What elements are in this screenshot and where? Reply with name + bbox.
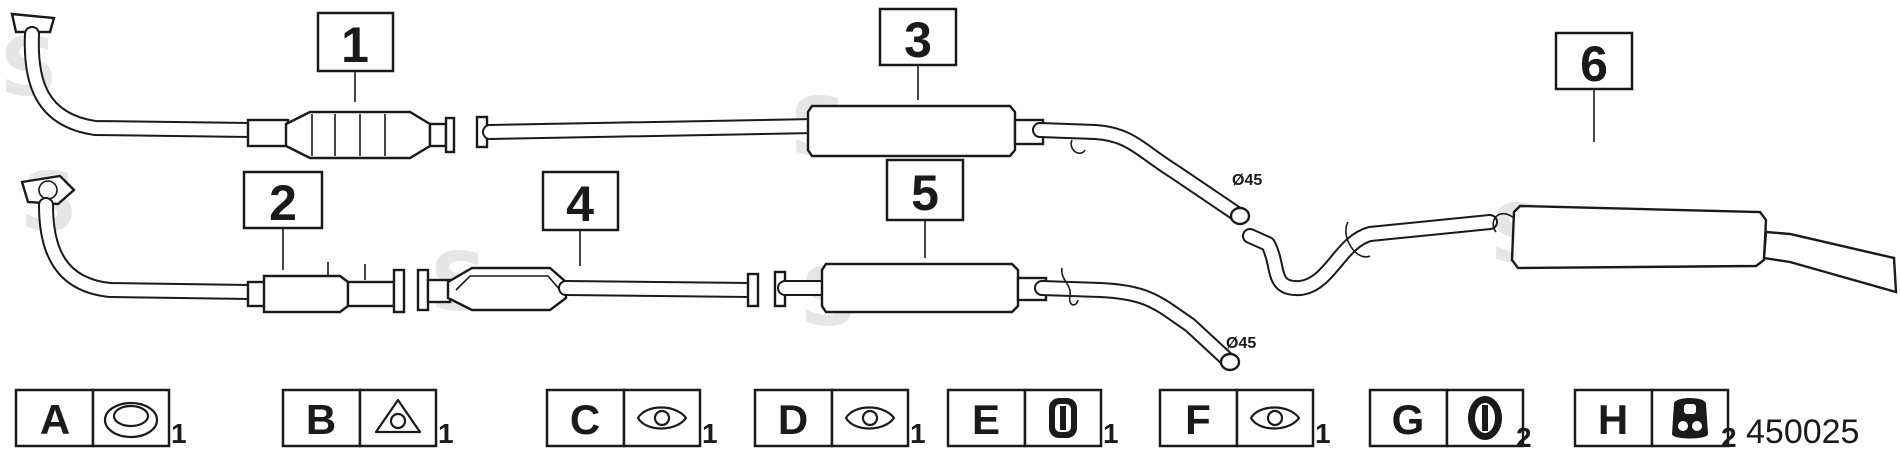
diameter-label-part-3: Ø45: [1232, 172, 1262, 189]
part-6-rear-silencer[interactable]: [1242, 204, 1898, 297]
legend-qty-h: 2: [1721, 422, 1737, 453]
callout-4: 4: [541, 170, 620, 266]
rubber-hanger-icon: [1049, 398, 1077, 438]
legend-qty-a: 1: [171, 418, 187, 449]
legend-item-c[interactable]: C 1: [545, 388, 718, 449]
legend-item-a[interactable]: A 1: [14, 388, 187, 449]
legend-item-h[interactable]: H 2: [1573, 388, 1737, 453]
legend-letter-d: D: [778, 396, 808, 443]
oval-gasket-icon: [1249, 406, 1301, 430]
callout-6-label: 6: [1580, 36, 1608, 92]
ring-gasket-icon: [103, 401, 159, 439]
triangle-gasket-icon: [374, 398, 422, 434]
oval-gasket-icon: [844, 406, 896, 430]
legend-qty-f: 1: [1315, 418, 1331, 449]
callout-3-label: 3: [904, 12, 932, 68]
legend-item-b[interactable]: B 1: [281, 388, 454, 449]
legend-letter-f: F: [1185, 396, 1211, 443]
callout-2: 2: [242, 170, 324, 270]
part-2-front-pipe[interactable]: [20, 174, 406, 314]
legend-qty-b: 1: [438, 418, 454, 449]
callout-3: 3: [878, 7, 958, 100]
legend-letter-a: A: [40, 396, 70, 443]
callout-5: 5: [885, 158, 965, 258]
diagram-code: 450025: [1746, 413, 1859, 451]
legend-item-g[interactable]: G 2: [1368, 388, 1532, 453]
legend-letter-c: C: [570, 396, 600, 443]
part-1-front-pipe-with-catalyst[interactable]: [10, 12, 456, 160]
diameter-label-part-5: Ø45: [1226, 335, 1256, 352]
legend-item-e[interactable]: E 1: [946, 388, 1119, 449]
part-4-catalyst[interactable]: [416, 266, 760, 312]
legend-qty-g: 2: [1516, 422, 1532, 453]
legend-letter-e: E: [972, 396, 1000, 443]
legend-letter-g: G: [1392, 396, 1425, 443]
legend-letter-h: H: [1598, 396, 1628, 443]
legend-qty-d: 1: [910, 418, 926, 449]
legend-item-f[interactable]: F 1: [1158, 388, 1331, 449]
part-3-middle-silencer[interactable]: [475, 104, 1251, 226]
rubber-hanger-icon: [1672, 398, 1708, 439]
legend-qty-e: 1: [1103, 418, 1119, 449]
callout-1-label: 1: [341, 17, 369, 73]
rubber-hanger-icon: [1468, 396, 1502, 440]
callout-6: 6: [1554, 31, 1634, 142]
legend-qty-c: 1: [702, 418, 718, 449]
callout-1: 1: [316, 11, 395, 102]
callout-4-label: 4: [566, 176, 594, 232]
legend-item-d[interactable]: D 1: [753, 388, 926, 449]
legend-letter-b: B: [306, 396, 336, 443]
part-5-centre-silencer[interactable]: [773, 262, 1241, 372]
callout-2-label: 2: [269, 175, 297, 231]
legend: A 1 B 1 C 1: [14, 388, 1737, 453]
oval-gasket-icon: [636, 406, 688, 430]
callout-5-label: 5: [911, 165, 939, 221]
